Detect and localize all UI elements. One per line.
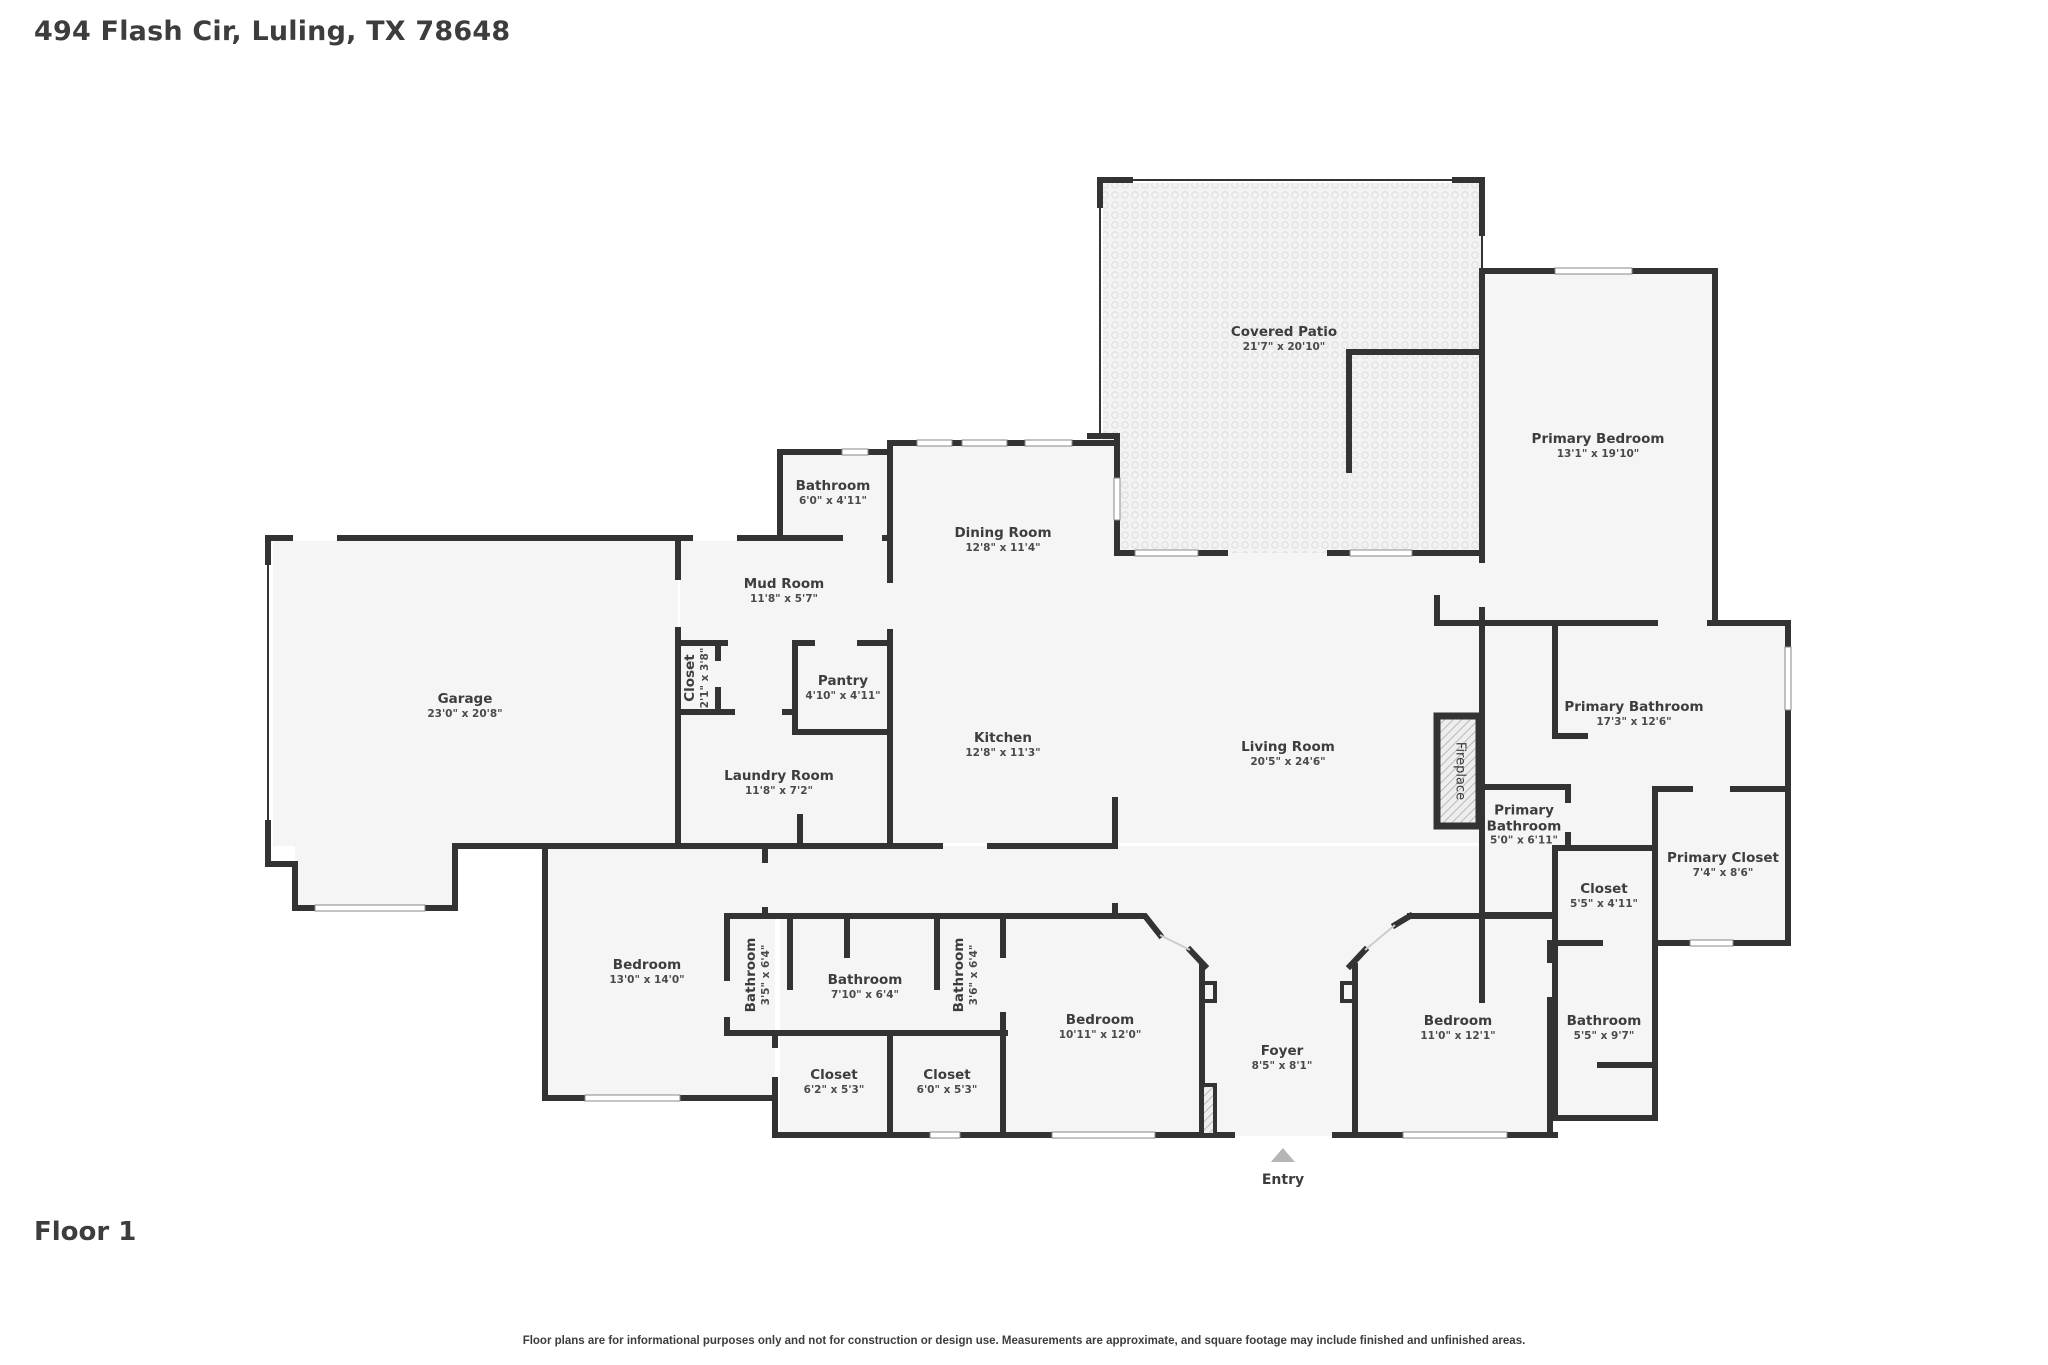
room-name: Fireplace <box>1452 741 1468 801</box>
room-name: Closet <box>682 654 699 702</box>
room-name: Closet <box>1580 881 1628 898</box>
room-name: Bathroom <box>743 937 760 1013</box>
room-name: Mud Room <box>743 576 825 593</box>
room-dimensions: 12'8" x 11'3" <box>965 746 1041 759</box>
room-dimensions: 6'0" x 4'11" <box>799 494 867 507</box>
room-name: Dining Room <box>954 525 1052 542</box>
room-dimensions: 12'8" x 11'4" <box>965 541 1041 554</box>
fireplace <box>1433 712 1483 830</box>
room-dimensions: 23'0" x 20'8" <box>427 707 503 720</box>
walls <box>265 177 1791 1138</box>
room-name: Garage <box>437 691 493 708</box>
room-dimensions: 2'1" x 3'8" <box>698 647 711 709</box>
room-name: Bathroom <box>951 937 968 1013</box>
room-dimensions: 3'5" x 6'4" <box>759 944 772 1006</box>
room-dimensions: 10'11" x 12'0" <box>1058 1028 1142 1041</box>
room-name: Closet <box>810 1067 858 1084</box>
room-name: Pantry <box>817 673 869 690</box>
fireplace-label: Fireplace <box>1452 742 1467 800</box>
room-name: Bathroom <box>827 972 903 989</box>
entry-marker: Entry <box>1262 1148 1304 1188</box>
room-name: Bedroom <box>1423 1013 1493 1030</box>
room-dimensions: 3'6" x 6'4" <box>967 944 980 1006</box>
room-name: Foyer <box>1260 1043 1304 1060</box>
room-name: Living Room <box>1241 739 1335 756</box>
room-name: Covered Patio <box>1230 324 1338 341</box>
room-dimensions: 20'5" x 24'6" <box>1250 755 1326 768</box>
room-dimensions: 8'5" x 8'1" <box>1251 1059 1313 1072</box>
room-dimensions: 11'8" x 5'7" <box>750 592 818 605</box>
windows <box>314 267 1792 1139</box>
triangle-up-icon <box>1270 1148 1295 1162</box>
room-dimensions: 7'10" x 6'4" <box>831 988 899 1001</box>
disclaimer-text: Floor plans are for informational purpos… <box>522 1335 1526 1347</box>
room-dimensions: 5'5" x 9'7" <box>1573 1029 1635 1042</box>
room-dimensions: 4'10" x 4'11" <box>805 689 881 702</box>
room-name: Primary Bedroom <box>1531 431 1665 448</box>
patio-floor <box>1103 183 1481 553</box>
floor-fills <box>273 183 1788 1136</box>
room-dimensions: 17'3" x 12'6" <box>1596 715 1672 728</box>
room-name: Kitchen <box>974 730 1032 747</box>
room-name: Bedroom <box>1065 1012 1135 1029</box>
room-name: Primary Bathroom <box>1564 699 1704 716</box>
room-name: Closet <box>923 1067 971 1084</box>
room-name: Bedroom <box>612 957 682 974</box>
room-name: Primary Bathroom <box>1486 802 1562 834</box>
room-dimensions: 6'2" x 5'3" <box>803 1083 865 1096</box>
entry-label: Entry <box>1261 1172 1305 1188</box>
room-name: Bathroom <box>1566 1013 1642 1030</box>
room-dimensions: 6'0" x 5'3" <box>916 1083 978 1096</box>
room-dimensions: 21'7" x 20'10" <box>1242 340 1326 353</box>
property-address: 494 Flash Cir, Luling, TX 78648 <box>34 16 511 47</box>
room-name: Bathroom <box>795 478 871 495</box>
room-name: Primary Closet <box>1667 850 1779 867</box>
room-dimensions: 11'0" x 12'1" <box>1420 1029 1496 1042</box>
floor-label: Floor 1 <box>34 1217 137 1247</box>
room-dimensions: 7'4" x 8'6" <box>1692 866 1754 879</box>
room-dimensions: 5'5" x 4'11" <box>1570 897 1638 910</box>
room-dimensions: 13'1" x 19'10" <box>1556 447 1640 460</box>
room-dimensions: 5'0" x 6'11" <box>1490 834 1558 847</box>
room-dimensions: 11'8" x 7'2" <box>745 784 813 797</box>
room-name: Laundry Room <box>724 768 834 785</box>
room-dimensions: 13'0" x 14'0" <box>609 973 685 986</box>
